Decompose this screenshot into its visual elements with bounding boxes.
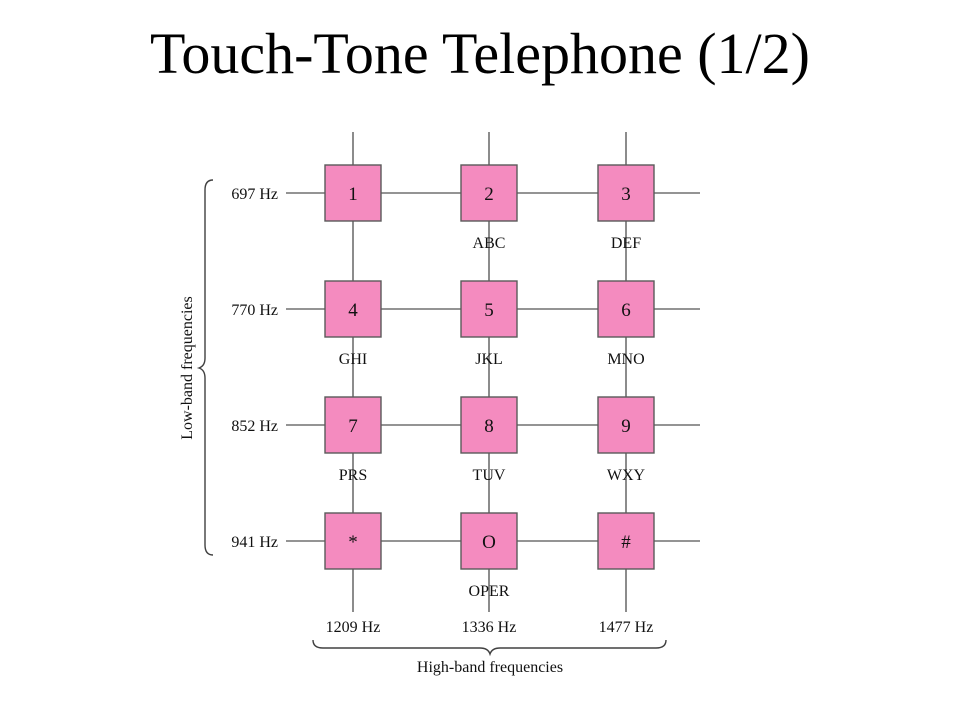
key-letters-jkl: JKL — [475, 351, 503, 368]
key-hash — [597, 512, 655, 570]
key-letters-mno: MNO — [607, 351, 644, 368]
key-digit-6: 6 — [621, 300, 631, 321]
key-digit-o: O — [482, 532, 496, 553]
key-letters-def: DEF — [611, 235, 641, 252]
key-digit-hash: # — [621, 532, 631, 553]
key-letters-abc: ABC — [473, 235, 506, 252]
key-letters-ghi: GHI — [339, 351, 367, 368]
key-4 — [324, 280, 382, 338]
key-1 — [324, 164, 382, 222]
key-digit-2: 2 — [484, 184, 494, 205]
high-band-axis-label: High-band frequencies — [417, 659, 563, 676]
key-digit-5: 5 — [484, 300, 494, 321]
key-9 — [597, 396, 655, 454]
key-8 — [460, 396, 518, 454]
low-band-label-770-hz: 770 Hz — [231, 302, 278, 319]
low-band-label-941-hz: 941 Hz — [231, 534, 278, 551]
key-5 — [460, 280, 518, 338]
high-band-label-1209-hz: 1209 Hz — [326, 619, 381, 636]
key-digit-8: 8 — [484, 416, 494, 437]
diagram-labels: ABC DEF GHI JKL MNO PRS TUV WXY OPER 697 Hz 770 Hz… — [179, 186, 653, 676]
high-band-label-1477-hz: 1477 Hz — [599, 619, 654, 636]
key-7 — [324, 396, 382, 454]
keypad-keys: 1 2 3 4 5 6 7 8 9 * O # — [324, 164, 655, 570]
key-star — [324, 512, 382, 570]
key-digit-1: 1 — [348, 184, 358, 205]
low-band-label-852-hz: 852 Hz — [231, 418, 278, 435]
key-digit-4: 4 — [348, 300, 358, 321]
key-o — [460, 512, 518, 570]
low-band-axis-label: Low-band frequencies — [179, 296, 196, 440]
key-3 — [597, 164, 655, 222]
key-digit-7: 7 — [348, 416, 358, 437]
slide-title: Touch-Tone Telephone (1/2) — [150, 21, 810, 86]
band-braces — [196, 179, 667, 657]
key-digit-9: 9 — [621, 416, 631, 437]
low-band-label-697-hz: 697 Hz — [231, 186, 278, 203]
high-band-brace — [312, 639, 667, 657]
key-2 — [460, 164, 518, 222]
key-letters-wxy: WXY — [607, 467, 646, 484]
key-digit-star: * — [348, 532, 358, 553]
key-letters-oper: OPER — [469, 583, 510, 600]
key-letters-tuv: TUV — [473, 467, 506, 484]
key-letters-prs: PRS — [339, 467, 367, 484]
low-band-brace — [196, 179, 214, 556]
high-band-label-1336-hz: 1336 Hz — [462, 619, 517, 636]
key-6 — [597, 280, 655, 338]
key-digit-3: 3 — [621, 184, 631, 205]
